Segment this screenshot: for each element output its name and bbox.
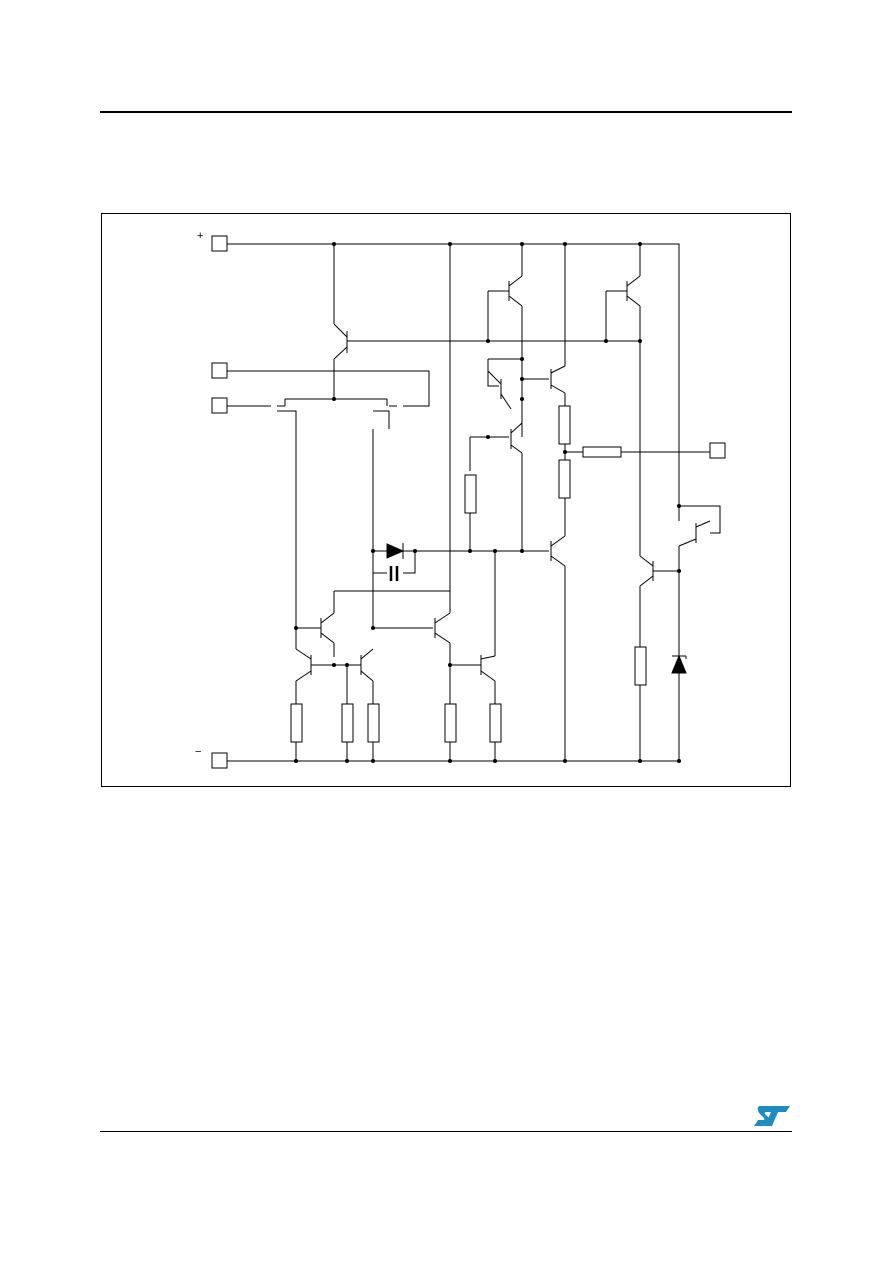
resistor-r2 xyxy=(341,703,354,743)
transistor-lower-3 xyxy=(295,648,312,682)
transistor-bias xyxy=(333,323,348,360)
transistor-lower-5 xyxy=(480,655,496,682)
resistor-r5 xyxy=(489,703,502,743)
transistor-darlington-1 xyxy=(487,370,512,410)
resistor-r8 xyxy=(558,459,571,499)
negative-supply-label: − xyxy=(195,746,202,758)
terminal-pins xyxy=(211,235,726,769)
pin-input-2 xyxy=(211,397,228,414)
pin-negative-supply xyxy=(211,752,228,769)
resistor-r4 xyxy=(444,703,457,743)
diode xyxy=(386,543,405,559)
resistor-r6 xyxy=(464,474,477,514)
transistor-lower-4 xyxy=(360,648,374,682)
wire xyxy=(487,359,499,387)
pin-input-1 xyxy=(211,362,228,379)
wiring xyxy=(227,243,721,762)
resistor-r9 xyxy=(582,446,622,458)
resistor-r1 xyxy=(290,703,303,743)
transistor-driver xyxy=(550,535,566,567)
st-logo xyxy=(754,1106,790,1126)
transistor-output-lower xyxy=(639,555,679,587)
transistors xyxy=(277,275,711,682)
capacitor xyxy=(389,566,399,581)
resistor-r10 xyxy=(634,646,647,686)
transistor-mirror-1 xyxy=(488,275,523,307)
wire xyxy=(449,643,481,666)
transistor-input-left xyxy=(277,399,297,429)
transistor-input-right xyxy=(373,399,397,429)
pin-positive-supply xyxy=(211,235,228,252)
resistor-r7 xyxy=(558,405,571,445)
resistors xyxy=(290,405,647,743)
transistor-lower-1 xyxy=(320,612,335,644)
positive-rail xyxy=(227,243,680,506)
wire xyxy=(679,505,721,534)
footer-rule xyxy=(100,1131,792,1132)
transistor-darlington-2 xyxy=(510,422,523,454)
schematic-frame: + − xyxy=(101,213,791,787)
resistor-r3 xyxy=(367,703,380,743)
positive-supply-label: + xyxy=(197,230,204,242)
wire xyxy=(227,370,430,407)
transistor-mirror-2 xyxy=(606,275,641,307)
pin-output xyxy=(709,442,726,459)
passives xyxy=(386,543,687,674)
schematic-diagram xyxy=(211,235,726,769)
header-rule xyxy=(100,111,792,113)
zener-diode xyxy=(671,654,687,674)
transistor-output-upper xyxy=(678,520,711,547)
transistor-lower-2 xyxy=(434,612,451,644)
junctions xyxy=(294,242,681,763)
transistor-vas xyxy=(550,365,566,394)
wire xyxy=(403,551,416,574)
